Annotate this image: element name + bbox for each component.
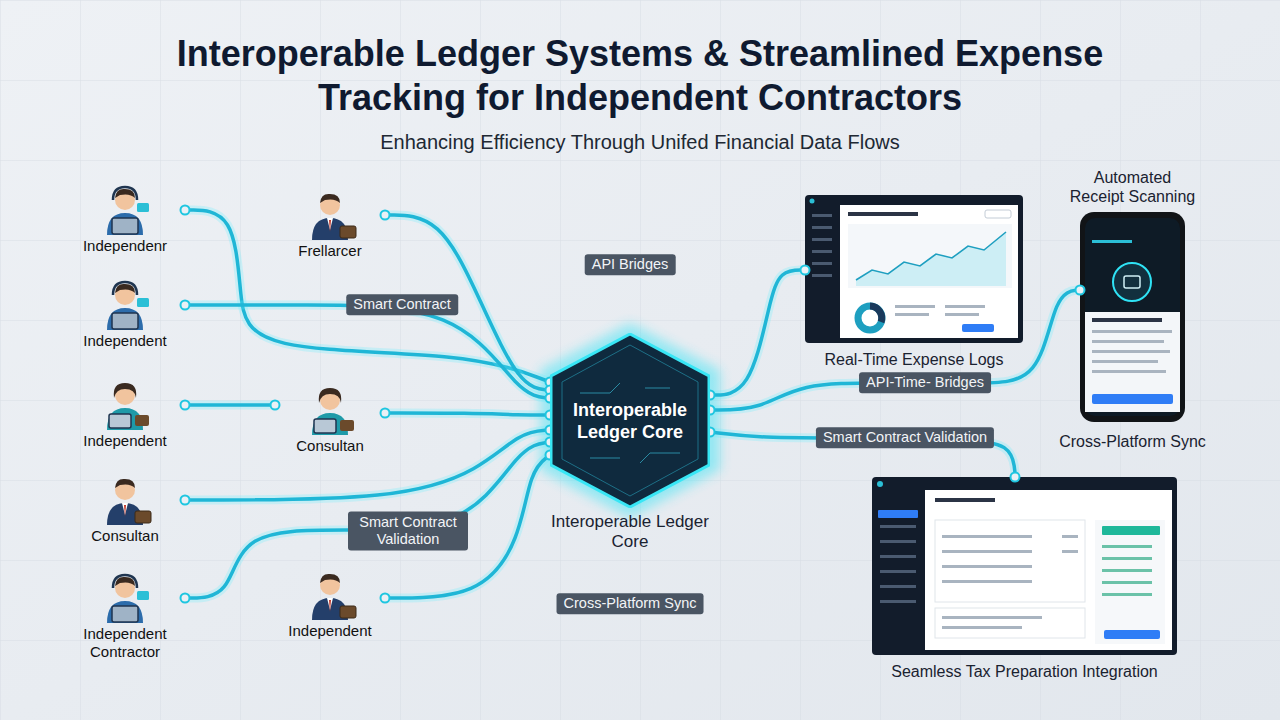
connector-dot bbox=[181, 401, 190, 410]
connector-dot bbox=[271, 401, 280, 410]
circuit-trace bbox=[580, 383, 620, 393]
connector-dot bbox=[181, 594, 190, 603]
contractor-label: Frellarcer bbox=[275, 242, 385, 260]
connector-dot bbox=[381, 409, 390, 418]
person-icon bbox=[107, 187, 149, 235]
data-flow-connector bbox=[181, 401, 280, 410]
circuit-trace bbox=[640, 453, 680, 463]
connector-line bbox=[710, 270, 805, 395]
connector-dot bbox=[181, 496, 190, 505]
connector-label: Smart Contract bbox=[346, 294, 458, 315]
data-flow-connector bbox=[181, 426, 555, 505]
expense-dashboard-screen bbox=[805, 195, 1023, 343]
connector-dot bbox=[181, 206, 190, 215]
hexagon-inner bbox=[562, 345, 698, 496]
panel-heading: Cross-Platform Sync bbox=[1045, 432, 1220, 451]
flow-tag: API Bridges bbox=[585, 254, 676, 275]
contractor-node: Independent Contractor bbox=[65, 573, 185, 661]
core-label: Interoperable Ledger Core bbox=[560, 398, 700, 443]
connector-label: Smart Contract Validation bbox=[348, 512, 468, 551]
connector-line bbox=[385, 413, 550, 415]
hex-glow bbox=[540, 323, 720, 518]
contractor-node: Independent bbox=[275, 570, 385, 640]
connector-label: Smart Contract Validation bbox=[816, 427, 994, 448]
data-flow-connector bbox=[181, 301, 555, 403]
title: Interoperable Ledger Systems & Streamlin… bbox=[160, 32, 1120, 120]
person-icon bbox=[312, 194, 356, 240]
person-icon bbox=[107, 383, 149, 430]
hexagon bbox=[551, 334, 709, 507]
connector-dot bbox=[381, 594, 390, 603]
dashboard-panel: Seamless Tax Preparation Integration bbox=[872, 477, 1177, 655]
dashboard-panel: Real-Time Expense Logs bbox=[805, 195, 1023, 343]
connector-glow bbox=[385, 413, 550, 415]
panel-heading: Seamless Tax Preparation Integration bbox=[842, 662, 1207, 681]
data-flow-connector bbox=[381, 409, 555, 420]
contractor-node: Consultan bbox=[65, 475, 185, 545]
contractor-label: Independent bbox=[65, 432, 185, 450]
connector-glow bbox=[185, 305, 550, 398]
panel-heading: Automated Receipt Scanning bbox=[1065, 169, 1200, 206]
contractor-node: Independent bbox=[65, 380, 185, 450]
hexagon-outline bbox=[550, 333, 710, 508]
connector-glow bbox=[185, 442, 550, 598]
data-flow-connector bbox=[706, 286, 1085, 415]
contractor-label: Consultan bbox=[275, 437, 385, 455]
person-icon bbox=[107, 575, 149, 623]
flow-tag: Cross-Platform Sync bbox=[557, 593, 704, 614]
connector-dot bbox=[1076, 286, 1085, 295]
person-icon bbox=[107, 282, 149, 330]
connector-line bbox=[710, 290, 1080, 410]
panel-heading: Real-Time Expense Logs bbox=[775, 350, 1053, 369]
contractor-label: Consultan bbox=[65, 527, 185, 545]
connector-line bbox=[185, 442, 550, 598]
circuit-trace bbox=[645, 388, 670, 389]
connector-line bbox=[185, 403, 275, 407]
data-flow-connector bbox=[706, 266, 810, 400]
person-icon bbox=[312, 388, 354, 435]
connector-dot bbox=[181, 301, 190, 310]
connector-line bbox=[185, 305, 550, 398]
person-icon bbox=[312, 574, 356, 620]
circuit-trace bbox=[590, 458, 620, 459]
contractor-label: Independenr bbox=[65, 237, 185, 255]
data-flow-connector bbox=[706, 428, 1020, 482]
data-flow-connector bbox=[181, 438, 555, 603]
subtitle: Enhancing Efficiency Through Unifed Fina… bbox=[140, 131, 1140, 154]
connector-glow bbox=[710, 270, 805, 395]
connector-glow bbox=[710, 290, 1080, 410]
contractor-node: Independenr bbox=[65, 185, 185, 255]
connector-dot bbox=[381, 211, 390, 220]
person-icon bbox=[107, 479, 151, 525]
connector-glow bbox=[185, 401, 275, 410]
phone-illustration bbox=[1080, 212, 1185, 422]
connector-label: API-Time- Bridges bbox=[859, 372, 991, 393]
contractor-label: Independent bbox=[275, 622, 385, 640]
phone-app: Automated Receipt ScanningCross-Platform… bbox=[1080, 212, 1185, 422]
tax-dashboard-screen bbox=[872, 477, 1177, 655]
ledger-core-hexagon: Interoperable Ledger CoreInteroperable L… bbox=[550, 333, 710, 508]
connector-dot bbox=[1011, 473, 1020, 482]
contractor-label: Independent Contractor bbox=[65, 625, 185, 661]
contractor-node: Independent bbox=[65, 280, 185, 350]
panel-heading: Interoperable Ledger Core bbox=[550, 512, 710, 553]
contractor-node: Frellarcer bbox=[275, 190, 385, 260]
contractor-label: Independent bbox=[65, 332, 185, 350]
connector-dot bbox=[801, 266, 810, 275]
contractor-node: Consultan bbox=[275, 385, 385, 455]
